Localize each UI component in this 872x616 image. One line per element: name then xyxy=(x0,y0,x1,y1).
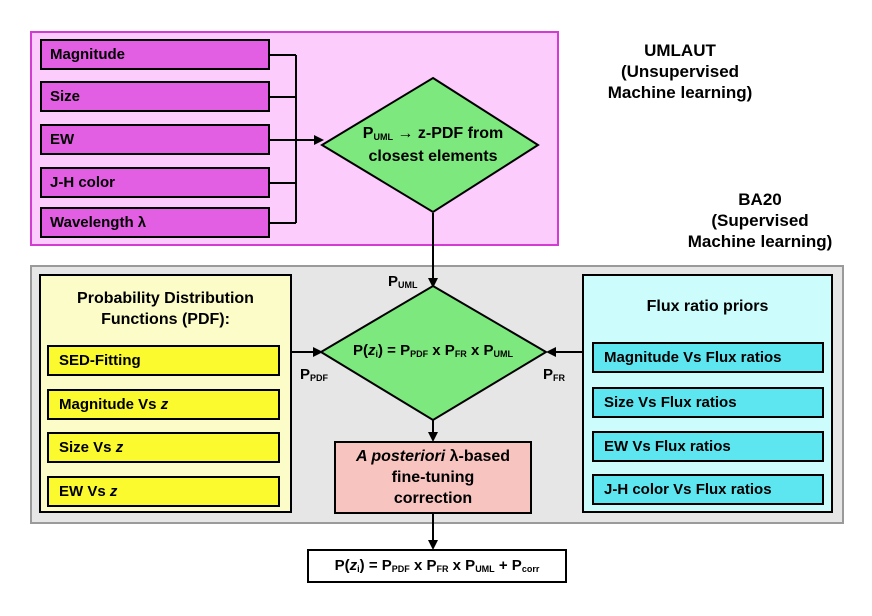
ba20-title: BA20 (Supervised Machine learning) xyxy=(687,190,833,251)
input-magnitude: Magnitude xyxy=(40,39,270,70)
input-wavelength: Wavelength λ xyxy=(40,207,270,238)
pdf-panel-title: Probability Distribution Functions (PDF)… xyxy=(77,290,254,328)
central-decision-text: P(zi) = PPDF x PFR x PUML xyxy=(352,342,514,359)
pdf-item-sed-fitting: SED-Fitting xyxy=(47,345,280,376)
p-pdf-label: PPDF xyxy=(300,366,329,383)
input-size: Size xyxy=(40,81,270,112)
input-jh-color: J-H color xyxy=(40,167,270,198)
flux-item-ew: EW Vs Flux ratios xyxy=(592,431,824,462)
flux-item-jh-color: J-H color Vs Flux ratios xyxy=(592,474,824,505)
pdf-item-size: Size Vs z xyxy=(47,432,280,463)
flux-item-size: Size Vs Flux ratios xyxy=(592,387,824,418)
flux-panel-title: Flux ratio priors xyxy=(646,298,769,315)
correction-box: A posteriori λ-based fine-tuning correct… xyxy=(334,441,532,514)
umlaut-title: UMLAUT (Unsupervised Machine learning) xyxy=(607,41,753,102)
umlaut-decision-diamond xyxy=(320,76,540,214)
pdf-item-magnitude: Magnitude Vs z xyxy=(47,389,280,420)
central-decision-diamond xyxy=(319,284,548,422)
p-uml-label: PUML xyxy=(388,273,418,290)
flux-item-magnitude: Magnitude Vs Flux ratios xyxy=(592,342,824,373)
p-fr-label: PFR xyxy=(543,366,566,383)
umlaut-decision-text: PUML → z-PDF from closest elements xyxy=(362,125,504,165)
input-ew: EW xyxy=(40,124,270,155)
pdf-item-ew: EW Vs z xyxy=(47,476,280,507)
final-output-box: P(zi) = PPDF x PFR x PUML + Pcorr xyxy=(307,549,567,583)
